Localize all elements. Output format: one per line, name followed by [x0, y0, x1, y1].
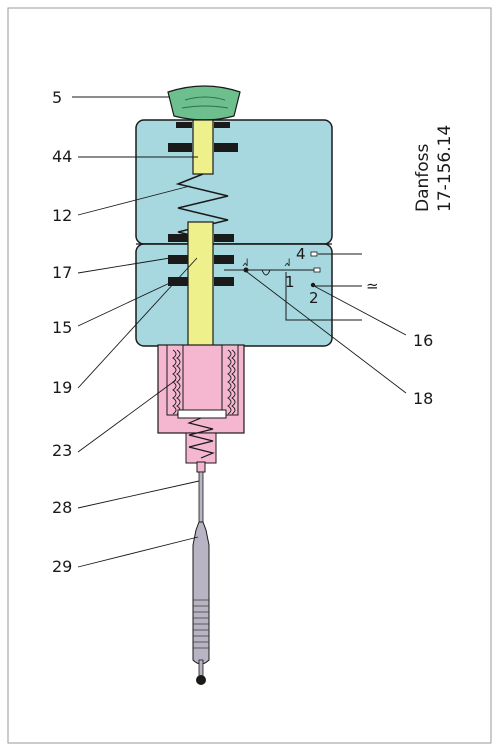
- leader-23: [77, 379, 177, 453]
- callout-18: 18: [413, 389, 433, 408]
- leader-lines: [72, 96, 407, 568]
- leader-19: [77, 257, 198, 389]
- capillary-joint: [196, 461, 206, 473]
- bulb-tip-stem: [198, 659, 204, 677]
- callout-28: 28: [52, 498, 72, 517]
- switch-pivot: [243, 267, 249, 273]
- bulb-ribs: [193, 599, 209, 649]
- figure-code: 17-156.14: [435, 125, 455, 212]
- contact-symbol-right: ᖽ: [284, 258, 290, 269]
- bellows-base-plate: [177, 409, 227, 419]
- callout-17: 17: [52, 263, 72, 282]
- sensor-bulb: [192, 521, 210, 665]
- terminal-1-label: 1: [285, 273, 295, 291]
- terminal-1-pin: [313, 267, 321, 273]
- leader-15: [77, 280, 175, 327]
- knob-grip-line: [181, 96, 229, 109]
- leader-17: [77, 257, 171, 274]
- callout-29: 29: [52, 557, 72, 576]
- bellows-right-folds: [227, 349, 236, 415]
- callout-44: 44: [52, 147, 72, 166]
- upper-spindle-block-right-2: [214, 143, 238, 152]
- leader-16: [313, 285, 407, 336]
- upper-spindle: [192, 119, 214, 175]
- setting-knob: [167, 85, 241, 121]
- spindle-block-left-3: [168, 277, 188, 286]
- leader-12: [77, 185, 191, 216]
- terminal-1-wire: [285, 272, 362, 321]
- leader-18: [246, 271, 407, 394]
- capillary-tube: [198, 471, 204, 523]
- spindle-block-right-1: [214, 234, 234, 242]
- main-spring: [175, 173, 229, 239]
- housing-upper: [135, 119, 333, 245]
- lower-spring: [187, 417, 215, 459]
- callout-19: 19: [52, 378, 72, 397]
- leader-28: [77, 480, 200, 509]
- spindle-block-left-1: [168, 234, 188, 242]
- upper-spindle-block-left-1: [176, 122, 192, 128]
- callout-16: 16: [413, 331, 433, 350]
- ac-symbol: ≃: [366, 277, 379, 295]
- spindle-block-right-2: [214, 255, 234, 264]
- contact-symbol-left: ᖽ: [242, 258, 248, 269]
- callout-23: 23: [52, 441, 72, 460]
- callout-15: 15: [52, 318, 72, 337]
- upper-spindle-block-right-1: [214, 122, 230, 128]
- switch-contact-hook: [261, 269, 271, 276]
- brand-label: Danfoss: [413, 143, 433, 212]
- spindle-block-left-2: [168, 255, 188, 264]
- callout-12: 12: [52, 206, 72, 225]
- spindle-block-right-3: [214, 277, 234, 286]
- bulb-tip: [196, 675, 206, 685]
- diagram-border: [7, 7, 492, 744]
- upper-spindle-block-left-2: [168, 143, 192, 152]
- leader-29: [77, 536, 199, 568]
- terminal-4-label: 4: [296, 245, 306, 263]
- terminal-2-label: 2: [309, 289, 319, 307]
- callout-5: 5: [52, 88, 62, 107]
- terminal-4-pin: [310, 251, 318, 257]
